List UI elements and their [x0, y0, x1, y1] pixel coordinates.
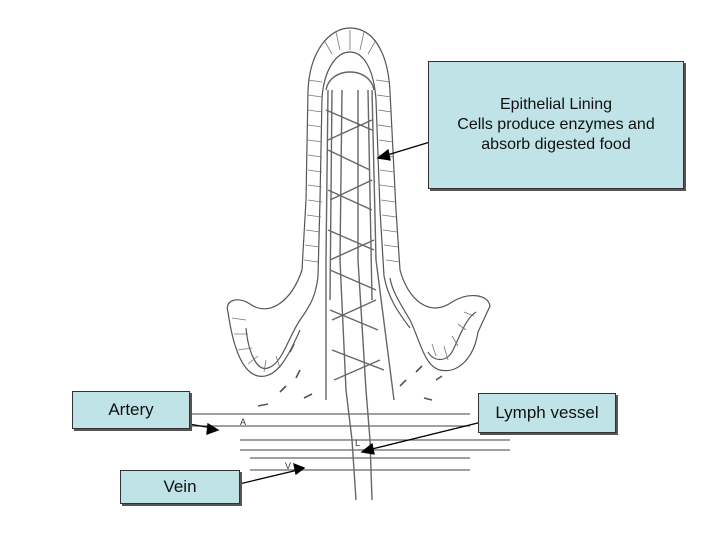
epithelial-cells-left	[303, 79, 323, 263]
artery-label: Artery	[72, 391, 190, 429]
epithelial-cells-right	[375, 79, 401, 263]
lymph-arrowhead	[360, 442, 375, 455]
epithelial-cells-top	[323, 30, 377, 55]
artery-arrowhead	[206, 422, 220, 435]
capillary-left	[325, 89, 333, 400]
artery-vessel	[190, 413, 470, 427]
lymph-vessel-label: Lymph vessel	[478, 393, 616, 433]
letter-a: A	[240, 417, 246, 427]
central-lacteal-right	[357, 90, 373, 501]
vein-arrowhead	[293, 462, 306, 476]
villus-cap	[325, 71, 375, 91]
lymph-arrow	[367, 417, 499, 451]
vein-label: Vein	[120, 470, 240, 504]
central-lacteal-left	[339, 89, 357, 501]
capillary-network	[325, 109, 385, 381]
epithelial-desc-line2: absorb digested food	[481, 136, 631, 153]
connective-tissue	[257, 343, 443, 407]
villus-inner-outline	[245, 51, 411, 369]
vein-vessel	[250, 457, 470, 471]
lymph-vessel	[240, 439, 510, 451]
villus-outer-outline	[226, 27, 491, 372]
epithelial-arrowhead	[376, 148, 391, 161]
vein-text: Vein	[163, 477, 197, 496]
epithelial-arrow	[383, 141, 431, 157]
left-fold-outline	[227, 311, 301, 377]
epithelial-desc-line1: Cells produce enzymes and	[457, 116, 655, 133]
fold-cells	[231, 311, 475, 373]
epithelial-title: Epithelial Lining	[499, 96, 613, 113]
capillary-right	[367, 89, 395, 401]
lymph-vessel-text: Lymph vessel	[495, 403, 599, 422]
letter-v: V	[285, 461, 291, 471]
letter-l: L	[355, 438, 360, 448]
epithelial-lining-label: Epithelial Lining Cells produce enzymes …	[428, 61, 684, 189]
artery-text: Artery	[108, 400, 154, 419]
right-fold-inner	[427, 311, 477, 361]
